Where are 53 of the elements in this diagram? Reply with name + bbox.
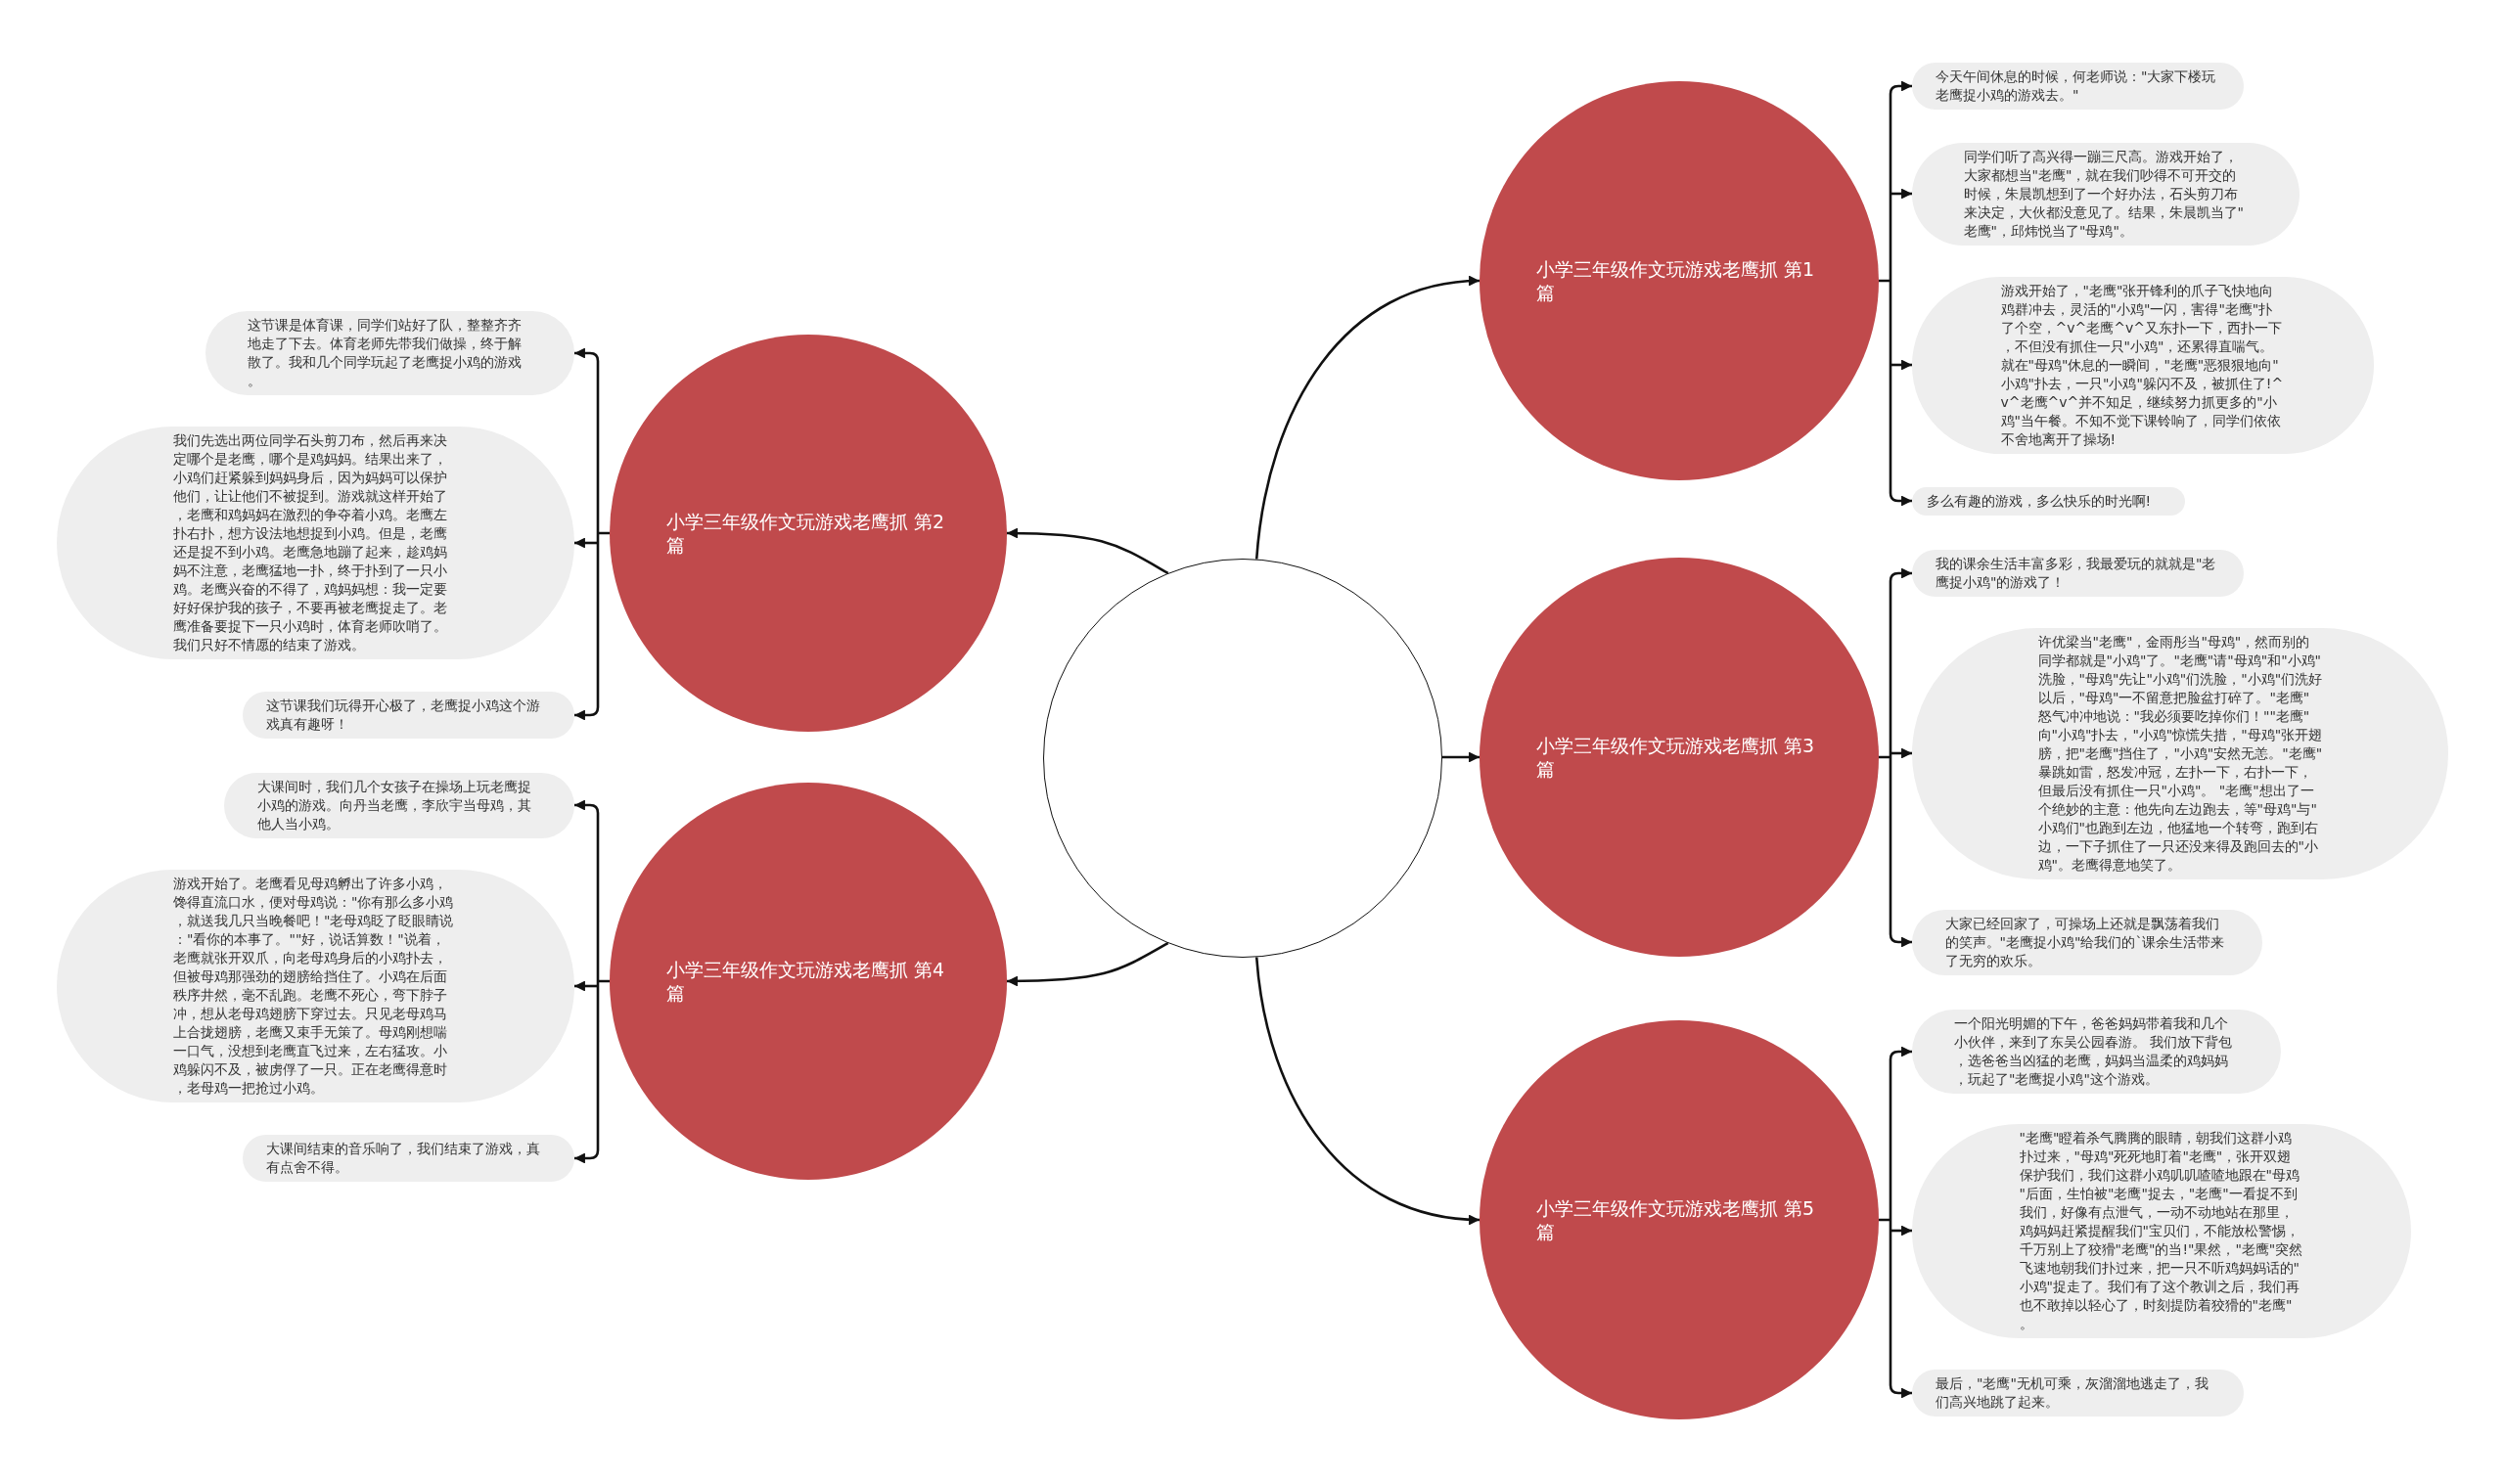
- topic-title: 小学三年级作文玩游戏老鹰抓 第4篇: [666, 958, 946, 1005]
- paragraph-text: 大课间时，我们几个女孩子在操场上玩老鹰捉小鸡的游戏。向丹当老鹰，李欣宇当母鸡，其他人当小鸡。: [256, 777, 532, 833]
- arrow: [1254, 957, 1480, 1225]
- arrow: [574, 799, 600, 814]
- paragraph-text: 同学们听了高兴得一蹦三尺高。游戏开始了，大家都想当"老鹰"，就在我们吵得不可开交的时候，朱晨凯想到了一个好办法，石头剪刀布来决定，大伙都没意见了。结果，朱晨凯当了"老鹰"，邱炜悦当了"母鸡"。: [1963, 147, 2245, 241]
- text-bubble: [1912, 1370, 2244, 1417]
- connector-line: [1877, 1057, 1892, 1387]
- text-bubble: [243, 1135, 574, 1182]
- paragraph-text: 这节课是体育课，同学们站好了队，整整齐齐地走了下去。体育老师先带我们做操，终于解散了。我和几个同学玩起了老鹰捉小鸡的游戏。: [248, 316, 523, 390]
- connector-line: [1877, 92, 1892, 495]
- arrow: [1890, 1225, 1912, 1237]
- paragraph-text: 这节课我们玩得开心极了，老鹰捉小鸡这个游戏真有趣呀！: [266, 697, 541, 734]
- paragraph-text: 今天午间休息的时候，何老师说："大家下楼玩老鹰捉小鸡的游戏去。": [1936, 67, 2217, 105]
- arrow: [574, 706, 600, 721]
- topic-title: 小学三年级作文玩游戏老鹰抓 第5篇: [1536, 1196, 1816, 1243]
- connector-line: [596, 359, 612, 709]
- arrow: [1890, 188, 1912, 200]
- arrow: [1889, 80, 1912, 95]
- topic-title: 小学三年级作文玩游戏老鹰抓 第3篇: [1536, 734, 1816, 781]
- arrow: [1007, 527, 1169, 575]
- connector-line: [596, 811, 612, 1152]
- paragraph-text: 大课间结束的音乐响了，我们结束了游戏，真有点舍不得。: [266, 1140, 541, 1177]
- topic-title: 小学三年级作文玩游戏老鹰抓 第2篇: [666, 510, 946, 557]
- text-bubble: [1912, 63, 2244, 110]
- connector-line: [1877, 579, 1892, 936]
- arrow: [1890, 747, 1912, 759]
- arrow: [1889, 1046, 1912, 1060]
- text-bubble: [243, 692, 574, 739]
- arrow: [1254, 276, 1480, 560]
- arrow: [1442, 751, 1480, 763]
- paragraph-text: 游戏开始了，"老鹰"张开锋利的爪子飞快地向鸡群冲去，灵活的"小鸡"一闪，害得"老鹰"扑了个空，^v^老鹰^v^又东扑一下，西扑一下，不但没有抓住一只"小鸡"，还累得直喘气。就在"母鸡"休息的一瞬间，"老鹰"恶狠狠地向"小鸡"扑去，一只"小鸡"躲闪不及，被抓住了!^v^老鹰^v^并不知足，继续努力抓更多的"小鸡"当午餐。不知不觉下课铃响了，同学们依依不舍地离开了操场!: [2000, 281, 2285, 449]
- text-bubble: [1912, 486, 2185, 516]
- paragraph-text: 一个阳光明媚的下午，爸爸妈妈带着我和几个小伙伴，来到了东吴公园春游。 我们放下背包，选爸爸当凶猛的老鹰，妈妈当温柔的鸡妈妈，玩起了"老鹰捉小鸡"这个游戏。: [1954, 1014, 2234, 1089]
- arrow: [1889, 492, 1912, 507]
- arrow: [574, 1149, 600, 1164]
- paragraph-text: 许优梁当"老鹰"，金雨彤当"母鸡"，然而别的同学都就是"小鸡"了。"老鹰"请"母鸡"和"小鸡"洗脸，"母鸡"先让"小鸡"们洗脸，"小鸡"们洗好以后，"母鸡"一不留意把脸盆打碎了。"老鹰"怒气冲冲地说："我必须要吃掉你们！""老鹰"向"小鸡"扑去，"小鸡"惊慌失措，"母鸡"张开翅膀，把"老鹰"挡住了，"小鸡"安然无恙。"老鹰"暴跳如雷，怒发冲冠，左扑一下，右扑一下，但最后没有抓住一只"小鸡"。 "老鹰"想出了一个绝妙的主意：他先向左边跑去，等"母鸡"与"小鸡们"也跑到左边，他猛地一个转弯，跑到右边，一下子抓住了一只还没来得及跑回去的"小鸡"。老鹰得意地笑了。: [2037, 632, 2323, 875]
- paragraph-text: 最后，"老鹰"无机可乘，灰溜溜地逃走了，我们高兴地跳了起来。: [1936, 1374, 2209, 1412]
- arrow: [1889, 933, 1912, 948]
- arrow: [574, 347, 600, 362]
- arrow: [1890, 359, 1912, 371]
- paragraph-text: 我的课余生活丰富多彩，我最爱玩的就就是"老鹰捉小鸡"的游戏了！: [1936, 555, 2217, 592]
- paragraph-text: 我们先选出两位同学石头剪刀布，然后再来决定哪个是老鹰，哪个是鸡妈妈。结果出来了，小鸡们赶紧躲到妈妈身后，因为妈妈可以保护他们，让让他们不被捉到。游戏就这样开始了，老鹰和鸡妈妈在激烈的争夺着小鸡。老鹰左扑右扑，想方设法地想捉到小鸡。但是，老鹰还是捉不到小鸡。老鹰急地蹦了起来，趁鸡妈妈不注意，老鹰猛地一扑，终于扑到了一只小鸡。老鹰兴奋的不得了，鸡妈妈想：我一定要好好保护我的孩子，不要再被老鹰捉走了。老鹰准备要捉下一只小鸡时，体育老师吹哨了。我们只好不情愿的结束了游戏。: [173, 431, 448, 654]
- arrow: [1889, 567, 1912, 582]
- paragraph-text: 游戏开始了。老鹰看见母鸡孵出了许多小鸡，馋得直流口水，便对母鸡说："你有那么多小鸡，就送我几只当晚餐吧！"老母鸡眨了眨眼睛说："看你的本事了。""好，说话算数！"说着，老鹰就张开双爪，向老母鸡身后的小鸡扑去，但被母鸡那强劲的翅膀给挡住了。小鸡在后面秩序井然，毫不乱跑。老鹰不死心，弯下脖子冲，想从老母鸡翅膀下穿过去。只见老母鸡马上合拢翅膀，老鹰又束手无策了。母鸡刚想喘一口气，没想到老鹰直飞过来，左右猛攻。小鸡躲闪不及，被虏俘了一只。正在老鹰得意时，老母鸡一把抢过小鸡。: [173, 875, 455, 1098]
- arrow: [1889, 1384, 1912, 1399]
- arrow: [574, 537, 598, 549]
- arrow: [574, 980, 598, 992]
- topic-title: 小学三年级作文玩游戏老鹰抓 第1篇: [1536, 257, 1816, 304]
- paragraph-text: 大家已经回家了，可操场上还就是飘荡着我们的笑声。"老鹰捉小鸡"给我们的`课余生活带来了无穷的欢乐。: [1944, 914, 2226, 970]
- text-bubble: [1912, 550, 2244, 597]
- arrow: [1007, 941, 1169, 987]
- paragraph-text: 多么有趣的游戏，多么快乐的时光啊!: [1926, 491, 2153, 511]
- paragraph-text: "老鹰"瞪着杀气腾腾的眼睛，朝我们这群小鸡扑过来，"母鸡"死死地盯着"老鹰"，张开双翅保护我们，我们这群小鸡叽叽喳喳地跟在"母鸡"后面，生怕被"老鹰"捉去，"老鹰"一看捉不到我们，好像有点泄气，一动不动地站在那里，鸡妈妈赶紧提醒我们"宝贝们，不能放松警惕，千万别上了狡猾"老鹰"的当!"果然，"老鹰"突然飞速地朝我们扑过来，把一只不听鸡妈妈话的"小鸡"捉走了。我们有了这个教训之后，我们再也不敢掉以轻心了，时刻提防着狡猾的"老鹰"。: [2019, 1128, 2304, 1333]
